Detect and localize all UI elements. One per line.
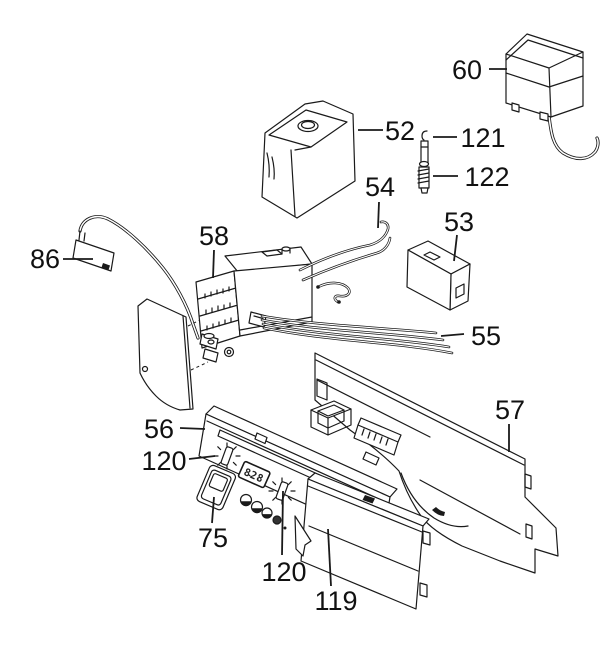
- part-52-tank: [261, 100, 356, 219]
- part-121-pin: [420, 130, 429, 164]
- callout-54-leader: [377, 201, 380, 229]
- callout-119-leader: [327, 528, 332, 587]
- callout-55-leader: [440, 333, 465, 337]
- callout-53-leader: [453, 234, 458, 262]
- callout-56-label: 56: [144, 414, 174, 444]
- part-122-screw: [417, 160, 430, 194]
- callout-120b-label: 120: [261, 557, 306, 587]
- part-86-sensor: [72, 215, 200, 340]
- callout-122-label: 122: [464, 162, 509, 192]
- callout-60-label: 60: [452, 55, 482, 85]
- button-4: [272, 515, 282, 525]
- callout-53-label: 53: [444, 207, 474, 237]
- callout-119-label: 119: [314, 586, 357, 616]
- part-57-panel: [310, 352, 559, 574]
- callout-58-leader: [212, 249, 215, 279]
- callout-56-leader: [179, 427, 206, 430]
- part-53-box: [406, 240, 471, 311]
- callout-58-label: 58: [199, 221, 229, 251]
- button-1: [239, 493, 253, 507]
- callout-54-label: 54: [365, 172, 395, 202]
- callout-labels: 60 52 121 122 54 53 58 86 55 57 56 120 7…: [30, 55, 525, 616]
- part-58-control-module: [137, 246, 313, 411]
- part-54-wires: [298, 220, 392, 304]
- callout-57-label: 57: [495, 395, 525, 425]
- button-2: [250, 500, 264, 514]
- part-120-knob-1: [213, 442, 241, 470]
- callout-120b-leader: [281, 490, 284, 556]
- part-60-power-unit: [505, 33, 600, 161]
- callout-86-label: 86: [30, 244, 60, 274]
- callout-55-label: 55: [471, 321, 501, 351]
- callout-121-label: 121: [460, 123, 505, 153]
- callout-120a-leader: [188, 455, 216, 460]
- callout-75-leader: [211, 496, 215, 524]
- part-55-wire-harness: [260, 314, 454, 355]
- button-3: [261, 507, 273, 519]
- callout-75-label: 75: [198, 523, 228, 553]
- part-119-panel: [294, 472, 431, 610]
- display: 828: [237, 460, 271, 489]
- part-75-switch: [196, 464, 237, 511]
- callout-leaders: [63, 68, 510, 587]
- callout-52-label: 52: [385, 116, 415, 146]
- callout-120a-label: 120: [141, 446, 186, 476]
